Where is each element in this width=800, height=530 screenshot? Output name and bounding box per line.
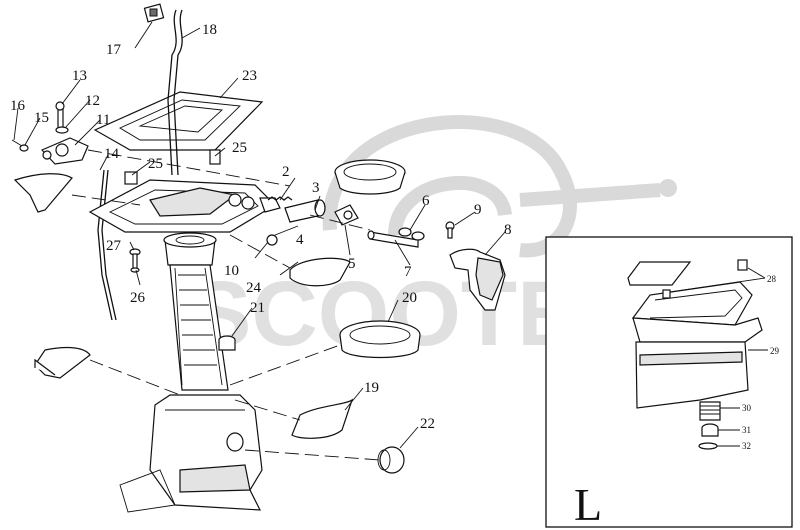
drive-shaft-housing xyxy=(163,232,229,391)
callout-label: 26 xyxy=(130,290,146,306)
callout-label: 27 xyxy=(106,238,122,254)
water-screen-cup xyxy=(229,234,351,287)
callout-label: 10 xyxy=(224,263,239,279)
callout-label: 17 xyxy=(106,42,122,58)
callout-label: 6 xyxy=(422,193,430,209)
callout-label: 25 xyxy=(232,140,247,156)
upper-gasket xyxy=(93,91,264,151)
lower-unit-casing xyxy=(119,394,263,513)
left-lower-deflector xyxy=(34,346,181,396)
end-cap xyxy=(244,446,405,474)
callout-label: 22 xyxy=(420,416,435,432)
housing-plate xyxy=(88,149,281,233)
throttle-bracket xyxy=(11,101,291,187)
shift-shaft-assembly xyxy=(266,196,371,246)
inset-callout-label: 28 xyxy=(767,274,777,284)
callout-label: 8 xyxy=(504,222,512,238)
callout-label: 18 xyxy=(202,22,217,38)
callout-label: 24 xyxy=(246,280,262,296)
callout-label: 23 xyxy=(242,68,257,84)
bolt-9 xyxy=(445,221,455,239)
callout-label: 19 xyxy=(364,380,379,396)
callout-labels: 2 3 4 5 6 7 8 9 10 11 12 13 14 15 16 17 … xyxy=(10,22,512,432)
top-seal-ring xyxy=(334,159,406,195)
callout-label: 5 xyxy=(348,256,356,272)
callout-label: 14 xyxy=(104,146,120,162)
anti-ventilation-plate xyxy=(234,398,354,439)
inset-callout-label: 30 xyxy=(742,403,752,413)
callout-label: 9 xyxy=(474,202,482,218)
fastener-26 xyxy=(129,248,141,273)
inset-callout-label: 29 xyxy=(770,346,780,356)
callout-leaders xyxy=(13,21,506,449)
callout-label: 3 xyxy=(312,180,320,196)
callout-label: 7 xyxy=(404,264,412,280)
callout-label: 20 xyxy=(402,290,417,306)
inset-detail-l: 28 29 30 31 32 L xyxy=(545,236,793,530)
inset-callout-label: 32 xyxy=(742,441,751,451)
inset-callout-label: 31 xyxy=(742,425,751,435)
bushing-21 xyxy=(218,335,236,351)
callout-label: 12 xyxy=(85,93,100,109)
callout-label: 15 xyxy=(34,110,49,126)
callout-label: 4 xyxy=(296,232,304,248)
callout-label: 16 xyxy=(10,98,26,114)
shift-handle xyxy=(449,248,506,311)
inset-letter: L xyxy=(574,479,602,530)
callout-label: 11 xyxy=(96,112,110,128)
callout-label: 25 xyxy=(148,156,163,172)
shift-lever-shaft xyxy=(367,227,425,248)
callout-label: 13 xyxy=(72,68,87,84)
callout-label: 2 xyxy=(282,164,290,180)
left-deflector-plate xyxy=(13,173,141,213)
gear-ring xyxy=(229,320,421,386)
callout-label: 21 xyxy=(250,300,265,316)
